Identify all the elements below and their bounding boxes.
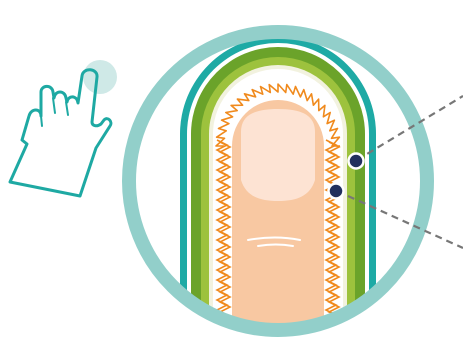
fingertip-cross-section xyxy=(129,32,427,347)
marker-upper xyxy=(349,154,364,169)
marker-lower xyxy=(329,184,344,199)
touch-point-icon xyxy=(83,60,117,94)
fingernail xyxy=(241,109,315,201)
hand-pointing-icon xyxy=(10,60,117,196)
